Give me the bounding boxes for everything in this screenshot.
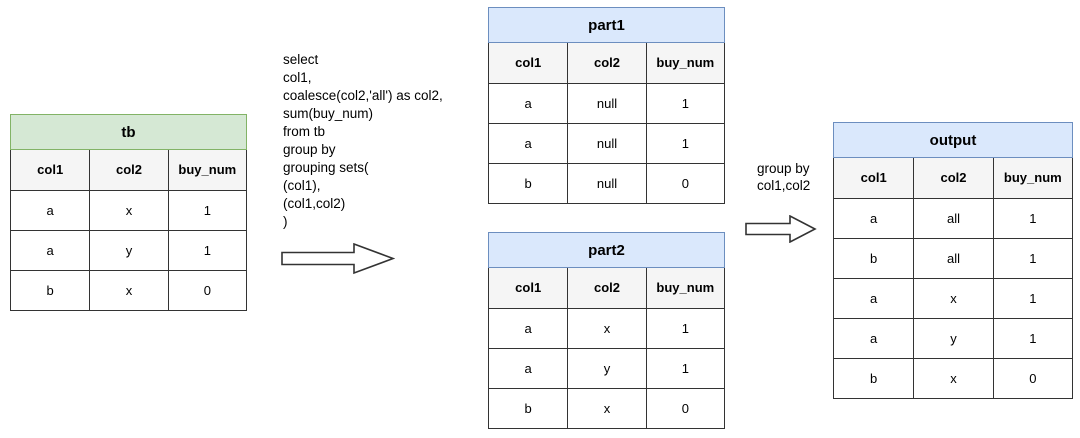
column-header: col1 — [11, 149, 90, 190]
table-cell: a — [834, 277, 914, 318]
table-cell: 1 — [992, 197, 1072, 238]
table-cell: 0 — [167, 269, 246, 310]
table-cell: b — [834, 237, 914, 278]
column-header: col1 — [489, 42, 568, 83]
table-cell: 1 — [645, 122, 724, 163]
table-cell: a — [834, 197, 914, 238]
table-cell: 1 — [645, 347, 724, 388]
column-header: col2 — [567, 267, 646, 308]
table-cell: 1 — [645, 82, 724, 123]
table-cell: a — [11, 189, 90, 230]
table-part1-title: part1 — [488, 7, 725, 43]
table-cell: y — [89, 229, 168, 270]
table-cell: y — [567, 347, 646, 388]
table-cell: x — [89, 189, 168, 230]
table-cell: x — [89, 269, 168, 310]
table-cell: null — [567, 162, 646, 203]
column-header: col2 — [89, 149, 168, 190]
table-cell: y — [913, 317, 993, 358]
table-output-title: output — [833, 122, 1073, 158]
table-cell: a — [11, 229, 90, 270]
table-cell: 1 — [167, 189, 246, 230]
column-header: buy_num — [992, 157, 1072, 198]
table-cell: x — [913, 357, 993, 398]
table-cell: b — [11, 269, 90, 310]
table-cell: b — [489, 162, 568, 203]
table-cell: a — [834, 317, 914, 358]
column-header: col2 — [913, 157, 993, 198]
table-cell: 0 — [645, 387, 724, 428]
table-cell: 1 — [992, 317, 1072, 358]
table-part2-title: part2 — [488, 232, 725, 268]
table-cell: a — [489, 122, 568, 163]
table-cell: 1 — [992, 277, 1072, 318]
column-header: col2 — [567, 42, 646, 83]
table-cell: a — [489, 82, 568, 123]
column-header: buy_num — [645, 267, 724, 308]
column-header: col1 — [489, 267, 568, 308]
table-cell: null — [567, 82, 646, 123]
block-arrow-right-small-icon — [745, 215, 817, 243]
table-cell: 1 — [167, 229, 246, 270]
table-cell: 1 — [645, 307, 724, 348]
table-cell: x — [567, 307, 646, 348]
table-cell: null — [567, 122, 646, 163]
column-header: buy_num — [167, 149, 246, 190]
table-tb-title: tb — [10, 114, 247, 150]
table-cell: b — [834, 357, 914, 398]
table-cell: 0 — [992, 357, 1072, 398]
group-by-label: group by col1,col2 — [757, 161, 811, 193]
table-cell: 0 — [645, 162, 724, 203]
block-arrow-right-icon — [281, 243, 395, 275]
table-cell: 1 — [992, 237, 1072, 278]
column-header: buy_num — [645, 42, 724, 83]
table-cell: b — [489, 387, 568, 428]
column-header: col1 — [834, 157, 914, 198]
table-cell: x — [567, 387, 646, 428]
table-cell: all — [913, 237, 993, 278]
table-cell: a — [489, 347, 568, 388]
table-cell: all — [913, 197, 993, 238]
sql-query-text: select col1, coalesce(col2,'all') as col… — [283, 52, 443, 229]
table-cell: a — [489, 307, 568, 348]
table-cell: x — [913, 277, 993, 318]
